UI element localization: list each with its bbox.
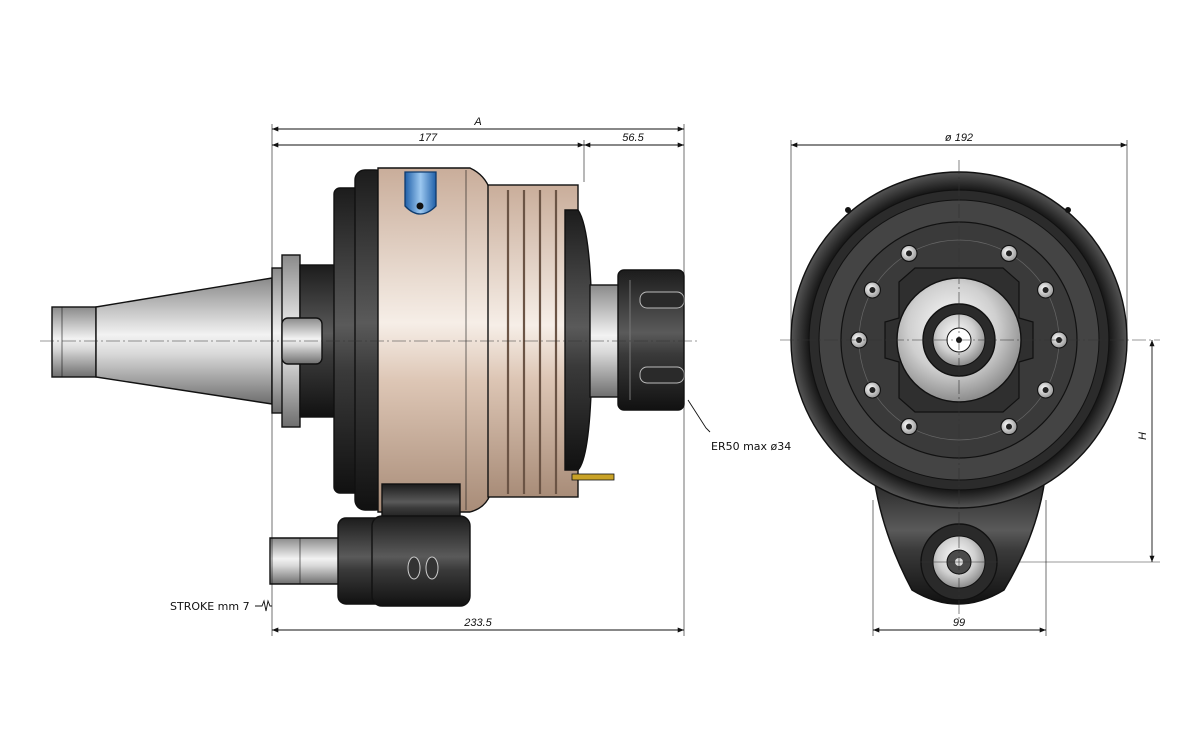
bolt-socket <box>1006 250 1012 257</box>
dim-label-diameter: ø 192 <box>945 132 973 144</box>
dim-label-56-5: 56.5 <box>622 132 644 144</box>
bolt-socket <box>1056 337 1062 343</box>
bolt-socket <box>1006 423 1012 430</box>
dimension-overall-a: A <box>272 116 684 132</box>
dim-label-177: 177 <box>419 132 438 144</box>
bolt-socket <box>1042 387 1049 393</box>
dimension-height: H <box>1137 340 1155 562</box>
dimension-base: 233.5 <box>272 617 684 633</box>
bolt-socket <box>906 423 912 430</box>
front-view: ø 192 99 H <box>780 132 1160 636</box>
callout-er50: ER50 max ø34 <box>711 440 791 453</box>
dim-label-h: H <box>1137 432 1149 440</box>
stroke-callout: STROKE mm 7 <box>170 599 272 613</box>
dimension-body: 177 56.5 <box>272 132 684 148</box>
dim-label-a: A <box>473 116 481 128</box>
bolt-circle <box>850 239 1068 441</box>
callout-stroke: STROKE mm 7 <box>170 600 250 613</box>
feed-unit <box>269 483 471 607</box>
bolt-socket <box>869 387 876 393</box>
dimension-width: 99 <box>873 617 1046 633</box>
spindle-housing <box>333 167 615 513</box>
housing-grooves <box>465 170 558 510</box>
dim-label-99: 99 <box>953 617 965 629</box>
bolt-socket <box>1042 287 1049 293</box>
bolt-socket <box>906 250 912 257</box>
coolant-indicator <box>404 171 437 215</box>
dim-label-233-5: 233.5 <box>463 617 492 629</box>
collet-callout: ER50 max ø34 <box>687 399 791 453</box>
collet-nut <box>589 269 685 411</box>
bolt-socket <box>869 287 876 293</box>
dimension-diameter: ø 192 <box>791 132 1127 148</box>
side-view: A 177 56.5 233.5 ER50 max ø34 STROKE mm … <box>40 116 791 636</box>
